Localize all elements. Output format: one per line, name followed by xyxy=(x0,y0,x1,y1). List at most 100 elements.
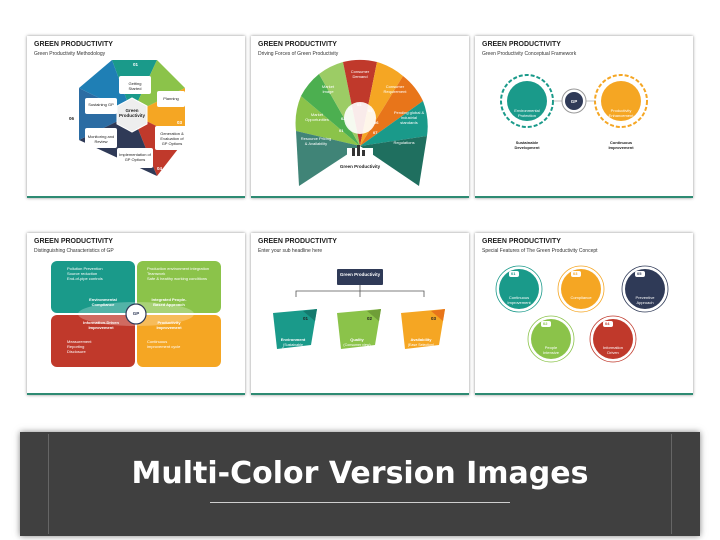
slide-title: GREEN PRODUCTIVITY xyxy=(34,238,113,245)
banner-underline xyxy=(210,502,510,503)
q3-item: Measurement xyxy=(67,339,92,344)
center-label: Green Productivity xyxy=(119,108,146,118)
feature-02-label: People Intensive xyxy=(542,345,559,355)
feature-01-num: 01 xyxy=(511,271,516,276)
feature-03-label: Compliance xyxy=(570,295,592,300)
q3-item: Reporting xyxy=(67,344,85,349)
branch-02-detail: (Consumer view) xyxy=(343,343,371,347)
q3-label: Information-Driven Improvement xyxy=(83,320,119,330)
branch-02-label: Quality xyxy=(350,337,364,342)
feature-05-label: Preventive Approach xyxy=(635,295,655,305)
q3-item: Disclosure xyxy=(67,349,86,354)
slide-sub-headline[interactable]: GREEN PRODUCTIVITY Enter your sub headli… xyxy=(251,233,469,395)
step-05-label: Monitoring and Review xyxy=(87,134,115,144)
branch-01-detail: (Sustainable Development) xyxy=(281,343,305,351)
environmental-protection-label: Environmental Protection xyxy=(514,108,540,118)
continuous-improvement-caption: Continuous Improvement xyxy=(608,140,634,150)
slide-subtitle: Driving Forces of Green Productivity xyxy=(258,51,339,57)
feature-04-label: Information Driven xyxy=(602,345,623,355)
q4-list: Continuous improvement cycle xyxy=(147,339,183,349)
force-num-01: 01 xyxy=(339,128,344,133)
feature-04-num: 04 xyxy=(605,321,610,326)
branch-01-num: 01 xyxy=(303,316,309,321)
q4-item: Continuous improvement cycle xyxy=(147,339,181,349)
force-02: Market Opportunities xyxy=(305,112,329,122)
slide-distinguishing-characteristics[interactable]: GREEN PRODUCTIVITY Distinguishing Charac… xyxy=(27,233,245,395)
feature-03-num: 03 xyxy=(573,271,578,276)
feature-01-label: Continuous Improvement xyxy=(507,295,531,305)
branch-01-label: Environment xyxy=(280,337,306,342)
version-banner: Multi-Color Version Images xyxy=(20,432,700,536)
q2-item: Teamwork xyxy=(147,271,166,276)
slide-title: GREEN PRODUCTIVITY xyxy=(258,238,337,245)
slide-driving-forces[interactable]: GREEN PRODUCTIVITY Driving Forces of Gre… xyxy=(251,36,469,198)
slide-title: GREEN PRODUCTIVITY xyxy=(34,41,113,48)
banner-title: Multi-Color Version Images xyxy=(131,456,589,491)
q1-item: Source reduction xyxy=(67,271,98,276)
q2-item: Safe & healthy working conditions xyxy=(147,276,208,281)
slide-subtitle: Green Productivity Methodology xyxy=(34,51,106,57)
step-02-num: 02 xyxy=(167,66,173,71)
slide-subtitle: Special Features of The Green Productivi… xyxy=(482,248,598,254)
slide-title: GREEN PRODUCTIVITY xyxy=(258,41,337,48)
q2-item: Production environment integration xyxy=(147,266,210,271)
q1-label: Environmental Compliance xyxy=(89,297,117,307)
force-num-04: 04 xyxy=(357,102,362,107)
step-04-label: Implementation of GP Options xyxy=(119,152,151,162)
gp-label: GP xyxy=(570,99,578,104)
q1-list: Pollution Prevention Source reduction En… xyxy=(67,266,103,281)
step-04-num: 04 xyxy=(157,166,163,171)
step-03-label: Generation & Evaluation of GP Options xyxy=(160,131,184,146)
root-label: Green Productivity xyxy=(339,272,381,277)
tree-branches-diagram xyxy=(273,269,445,349)
slide-title: GREEN PRODUCTIVITY xyxy=(482,41,561,48)
feature-circles-diagram xyxy=(495,265,669,363)
q1-item: Pollution Prevention xyxy=(67,266,103,271)
q2-label: Integrated People-Based Approach xyxy=(151,297,187,307)
force-05: Consumer Requirement xyxy=(383,84,407,94)
step-01-label: Getting Started xyxy=(128,81,142,91)
branch-03-label: Availability xyxy=(410,337,432,342)
center-label: Green Productivity xyxy=(339,164,381,169)
sustainable-development-caption: Sustainable Development xyxy=(514,140,540,150)
force-num-03: 03 xyxy=(348,106,353,111)
branch-02-num: 02 xyxy=(367,316,373,321)
force-num-05: 05 xyxy=(368,108,373,113)
force-03: Market Image xyxy=(321,84,335,94)
step-05-num: 05 xyxy=(97,154,103,159)
feature-05-num: 05 xyxy=(637,271,642,276)
fan-driving-forces-diagram xyxy=(295,59,428,186)
q2-list: Production environment integration Teamw… xyxy=(147,266,217,281)
force-num-07: 07 xyxy=(373,130,378,135)
gp-center: GP xyxy=(132,311,140,316)
q4-label: Productivity Improvement xyxy=(156,320,182,330)
force-07: Regulations xyxy=(393,140,415,145)
hexagon-methodology-diagram xyxy=(79,60,189,176)
step-02-label: Planning xyxy=(163,96,179,101)
q1-item: End-of-pipe controls xyxy=(67,276,103,281)
q3-list: Measurement Reporting Disclosure xyxy=(67,339,91,354)
slide-title: GREEN PRODUCTIVITY xyxy=(482,238,561,245)
step-03-num: 03 xyxy=(177,120,183,125)
force-01: Resource Pricing & Availability xyxy=(300,136,332,146)
slide-subtitle: Enter your sub headline here xyxy=(258,248,323,254)
force-06: Pending global & industrial standards xyxy=(393,110,425,125)
slide-conceptual-framework[interactable]: GREEN PRODUCTIVITY Green Productivity Co… xyxy=(475,36,693,198)
step-06-label: Sustaining GP xyxy=(88,102,114,107)
force-num-02: 02 xyxy=(341,116,346,121)
slide-gp-methodology[interactable]: GREEN PRODUCTIVITY Green Productivity Me… xyxy=(27,36,245,198)
quadrant-characteristics-diagram xyxy=(51,261,221,367)
branch-03-detail: (Ease Selection) xyxy=(407,343,435,347)
force-num-06: 06 xyxy=(374,120,379,125)
framework-circles-diagram xyxy=(500,74,648,128)
step-06-num: 06 xyxy=(69,116,75,121)
step-01-num: 01 xyxy=(133,62,139,67)
segment-02 xyxy=(132,60,185,114)
slide-subtitle: Distinguishing Characteristics of GP xyxy=(34,248,114,254)
banner-frame xyxy=(48,434,672,534)
productivity-enhancement-label: Productivity Enhancement xyxy=(608,108,634,118)
branch-03-num: 03 xyxy=(431,316,437,321)
slide-special-features[interactable]: GREEN PRODUCTIVITY Special Features of T… xyxy=(475,233,693,395)
feature-02-num: 02 xyxy=(543,321,548,326)
slide-subtitle: Green Productivity Conceptual Framework xyxy=(482,51,577,57)
